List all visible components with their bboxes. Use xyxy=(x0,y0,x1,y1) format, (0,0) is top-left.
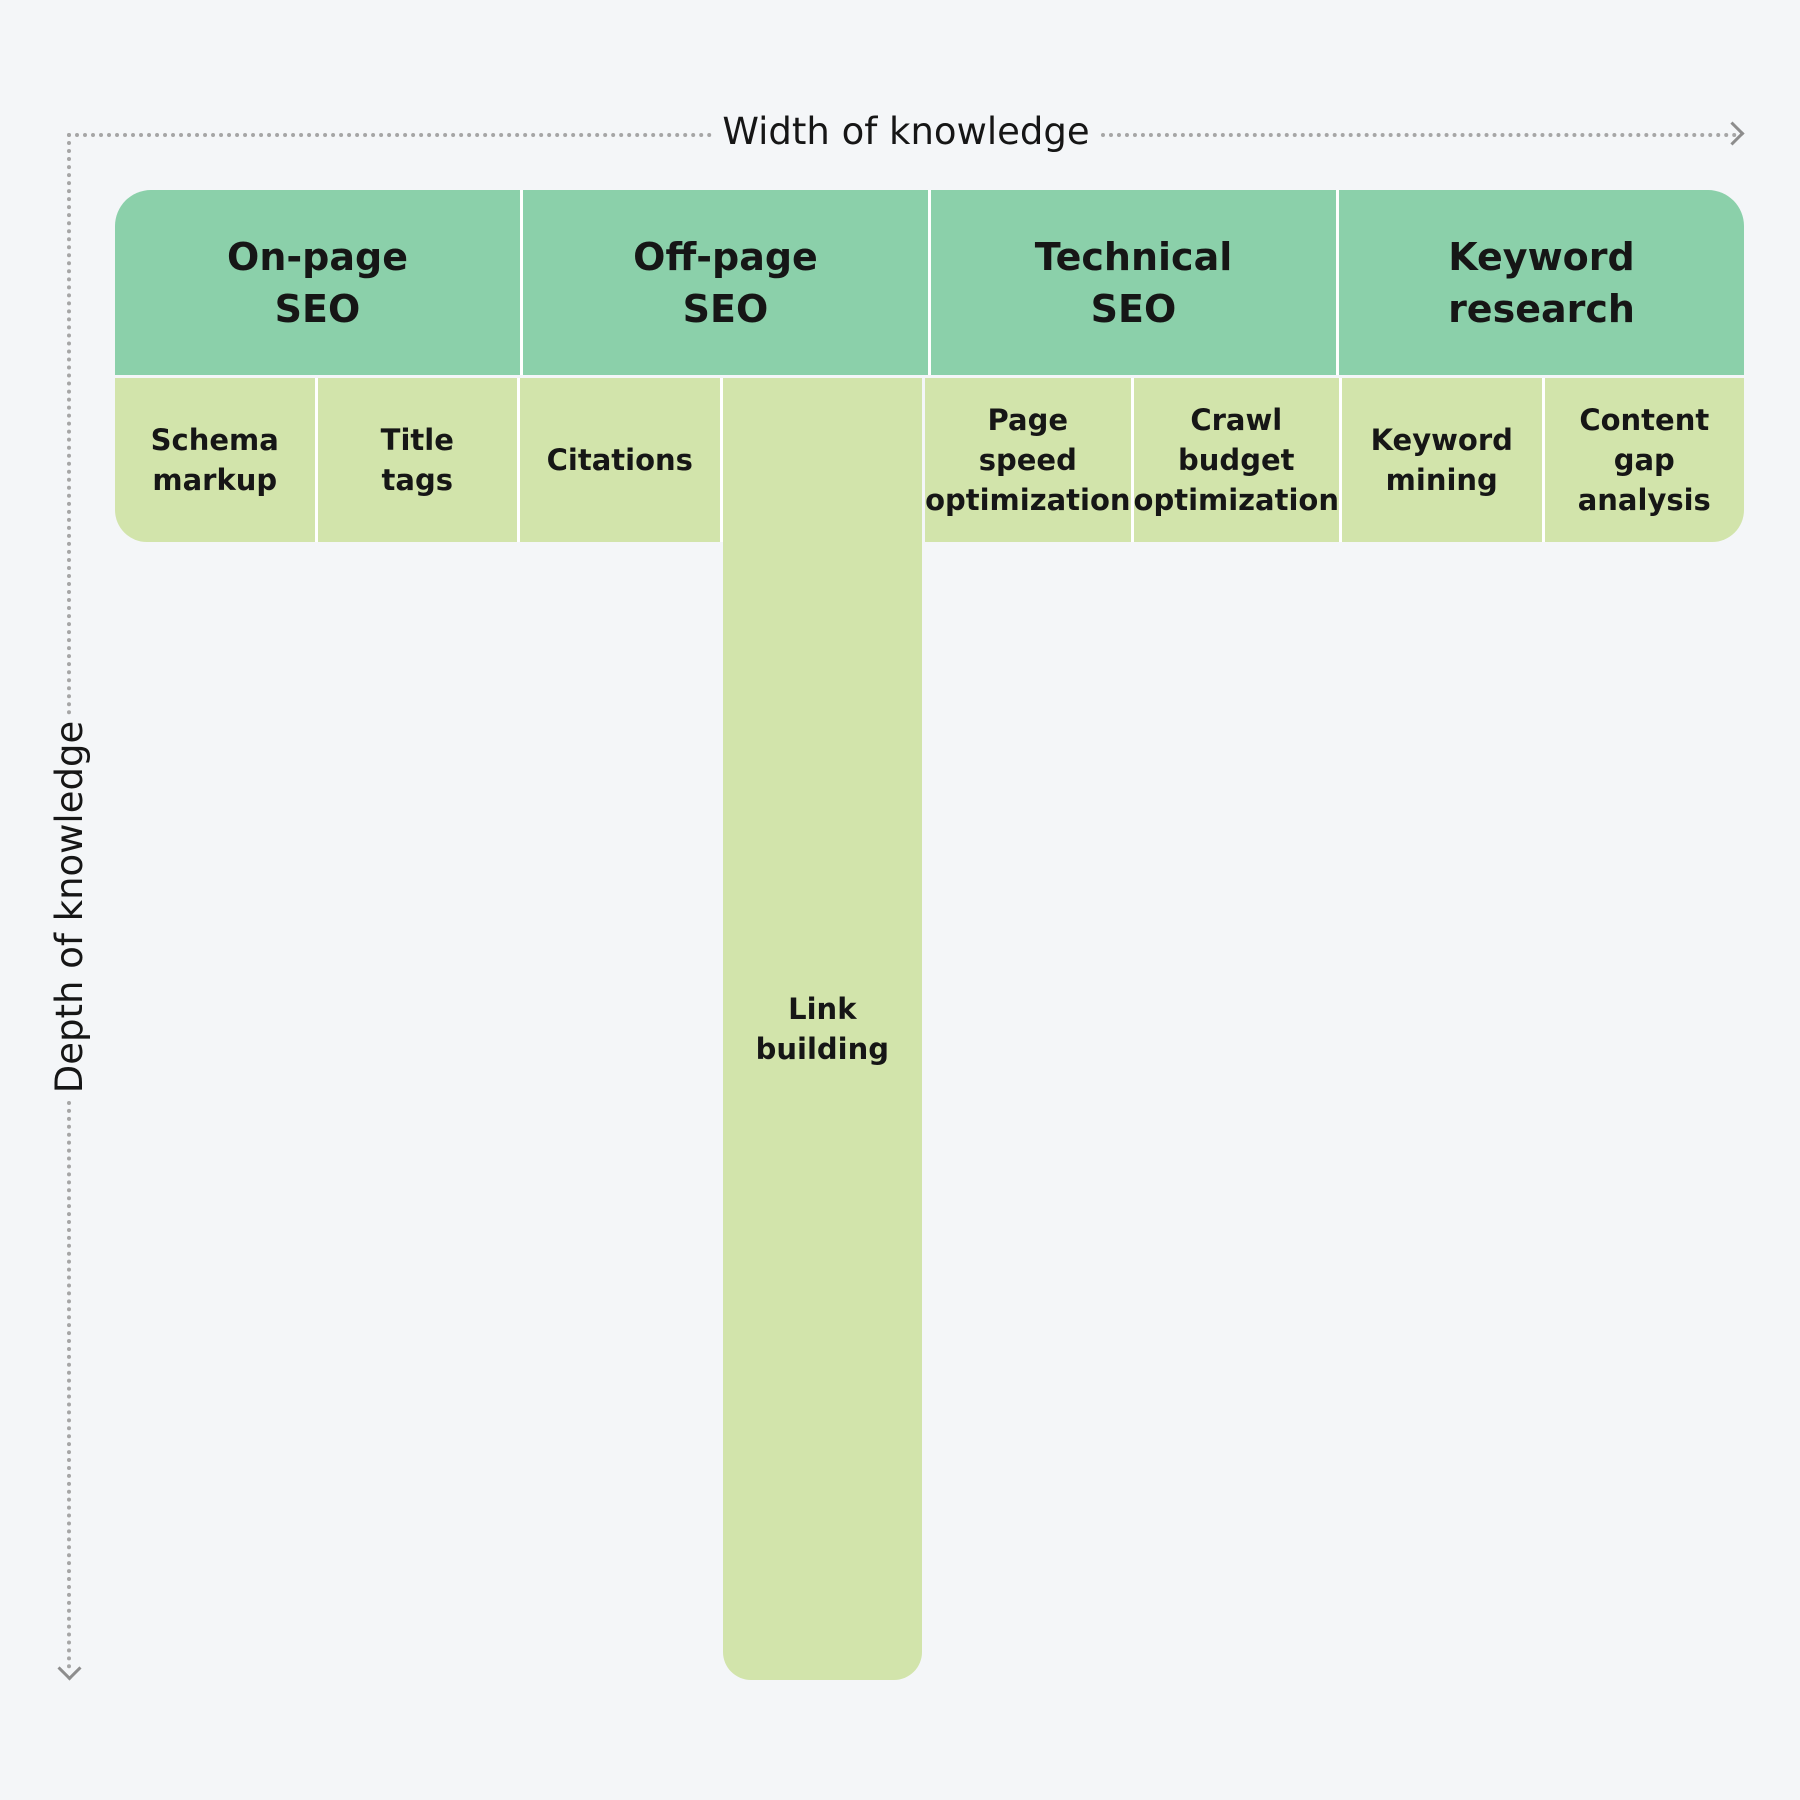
width-axis-line-right xyxy=(1101,133,1737,137)
category-on-page-seo: On-page SEO xyxy=(115,190,523,375)
arrow-down-icon xyxy=(57,1656,82,1681)
skill-keyword-mining: Keyword mining xyxy=(1342,378,1545,542)
depth-axis-line-top xyxy=(67,133,71,715)
width-axis-title: Width of knowledge xyxy=(722,110,1090,153)
skill-content-gap-analysis: Content gap analysis xyxy=(1544,378,1744,542)
width-axis-line-left xyxy=(67,133,712,137)
category-off-page-seo: Off-page SEO xyxy=(523,190,931,375)
skill-schema-markup: Schema markup xyxy=(115,378,318,542)
skill-page-speed-optimization: Page speed optimization xyxy=(925,378,1134,542)
skill-row: Schema markup Title tags Citations Page … xyxy=(115,378,1744,542)
category-header-row: On-page SEO Off-page SEO Technical SEO K… xyxy=(115,190,1744,375)
category-technical-seo: Technical SEO xyxy=(931,190,1339,375)
depth-axis-line-bottom xyxy=(67,1101,71,1669)
skill-link-building-deep: Link building xyxy=(722,378,923,1680)
skill-citations: Citations xyxy=(520,378,723,542)
skill-crawl-budget-optimization: Crawl budget optimization xyxy=(1133,378,1342,542)
category-keyword-research: Keyword research xyxy=(1339,190,1744,375)
depth-axis-title: Depth of knowledge xyxy=(48,720,91,1094)
skill-title-tags: Title tags xyxy=(317,378,521,542)
arrow-right-icon xyxy=(1720,121,1745,146)
